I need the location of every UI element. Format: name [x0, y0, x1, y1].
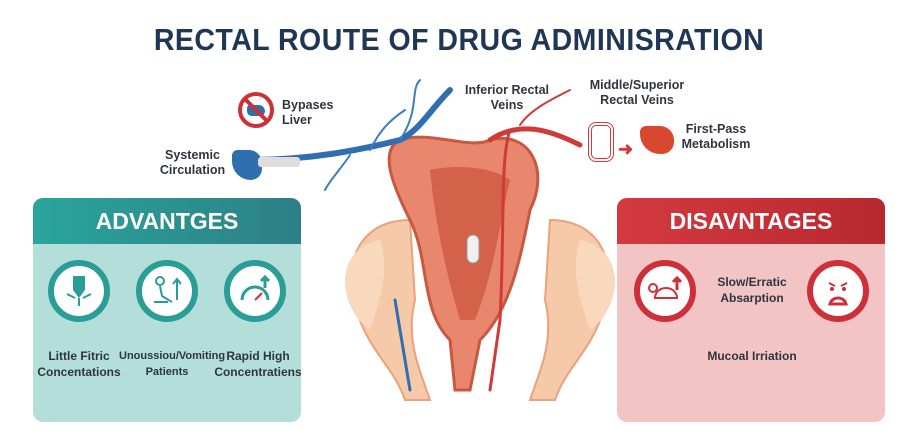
distressed-face-icon — [807, 260, 869, 322]
pelvis-bone — [345, 218, 615, 401]
advantage-label: Little Fitric Concentations — [37, 349, 121, 379]
anatomy-illustration — [247, 79, 615, 401]
intestine-icon — [588, 122, 614, 162]
advantages-header: ADVANTGES — [33, 198, 301, 244]
disadvantages-panel: DISAVNTAGES Slow/Erratic Absarption Muco… — [617, 198, 885, 422]
turtle-icon — [634, 260, 696, 322]
syringe-icon — [258, 157, 300, 167]
suppository-icon — [466, 234, 480, 264]
disadvantages-header: DISAVNTAGES — [617, 198, 885, 244]
suppository-icon — [48, 260, 110, 322]
advantage-label: Unoussiou/Vomiting Patients — [119, 350, 226, 378]
advantage-label: Rapid High Concentratiens — [214, 349, 301, 379]
middle-superior-rectal-veins-label: Middle/Superior Rectal Veins — [589, 78, 685, 107]
disadvantage-label: Slow/Erratic Absarption — [717, 275, 787, 305]
disadvantage-label: Mucoal Irriation — [707, 349, 797, 363]
bypass-liver-label: Bypases Liver — [282, 98, 334, 127]
systemic-circulation-label: Systemic Circulation — [159, 148, 226, 177]
patient-icon — [136, 260, 198, 322]
no-liver-icon — [238, 92, 274, 128]
advantages-panel: ADVANTGES Little Fitric Concentations Un… — [33, 198, 301, 422]
first-pass-metabolism-label: First-Pass Metabolism — [681, 122, 751, 151]
gauge-icon — [224, 260, 286, 322]
page-title: RECTAL ROUTE OF DRUG ADMINISRATION — [153, 22, 765, 57]
arrow-right-icon: ➜ — [618, 139, 634, 159]
inferior-rectal-veins-label: Inferior Rectal Veins — [464, 83, 550, 112]
